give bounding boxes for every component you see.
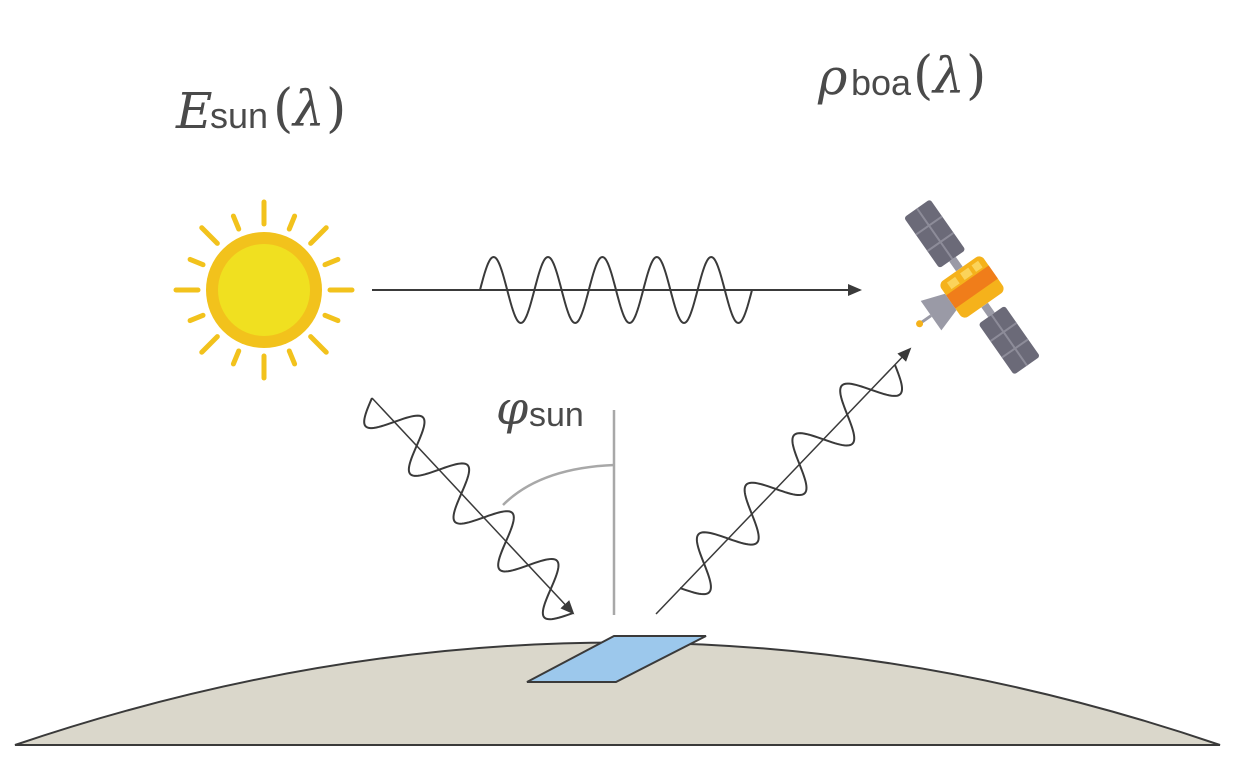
sun-ray [308,334,329,355]
rho-close-paren: ) [966,46,986,106]
bottom-of-atmosphere-reflectance-label: ρ boa ( λ ) [817,46,986,106]
rho-lambda: λ [931,47,965,105]
sun-ray [322,312,341,324]
esun-open-paren: ( [273,79,293,139]
esun-subscript: sun [210,95,268,136]
sun-ray [187,312,206,324]
satellite-icon [905,200,1039,374]
sun-ray [230,213,242,232]
sun-ray [286,213,298,232]
incident-radiation-beam [363,397,575,621]
ground-pixel [526,635,707,683]
rho-symbol: ρ [817,48,848,106]
sun-ray [322,256,341,268]
phi-symbol: φ [496,381,529,435]
rho-subscript: boa [851,62,912,103]
sun-ray [230,348,242,367]
sun-ray [286,348,298,367]
esun-close-paren: ) [326,79,346,139]
esun-lambda: λ [291,80,325,138]
direct-irradiance-beam [372,255,862,325]
solar-irradiance-label: E sun ( λ ) [175,79,346,140]
esun-symbol: E [175,82,213,140]
sun-ray [199,334,220,355]
sun-ray [199,225,220,246]
sun-icon [173,199,355,381]
phi-subscript: sun [529,396,584,434]
rho-open-paren: ( [913,46,933,106]
solar-zenith-angle-label: φ sun [496,381,584,435]
sun-ray [187,256,206,268]
solar-zenith-angle-arc [502,463,615,506]
reflected-radiation-beam [655,347,912,615]
sun-ray [308,225,329,246]
